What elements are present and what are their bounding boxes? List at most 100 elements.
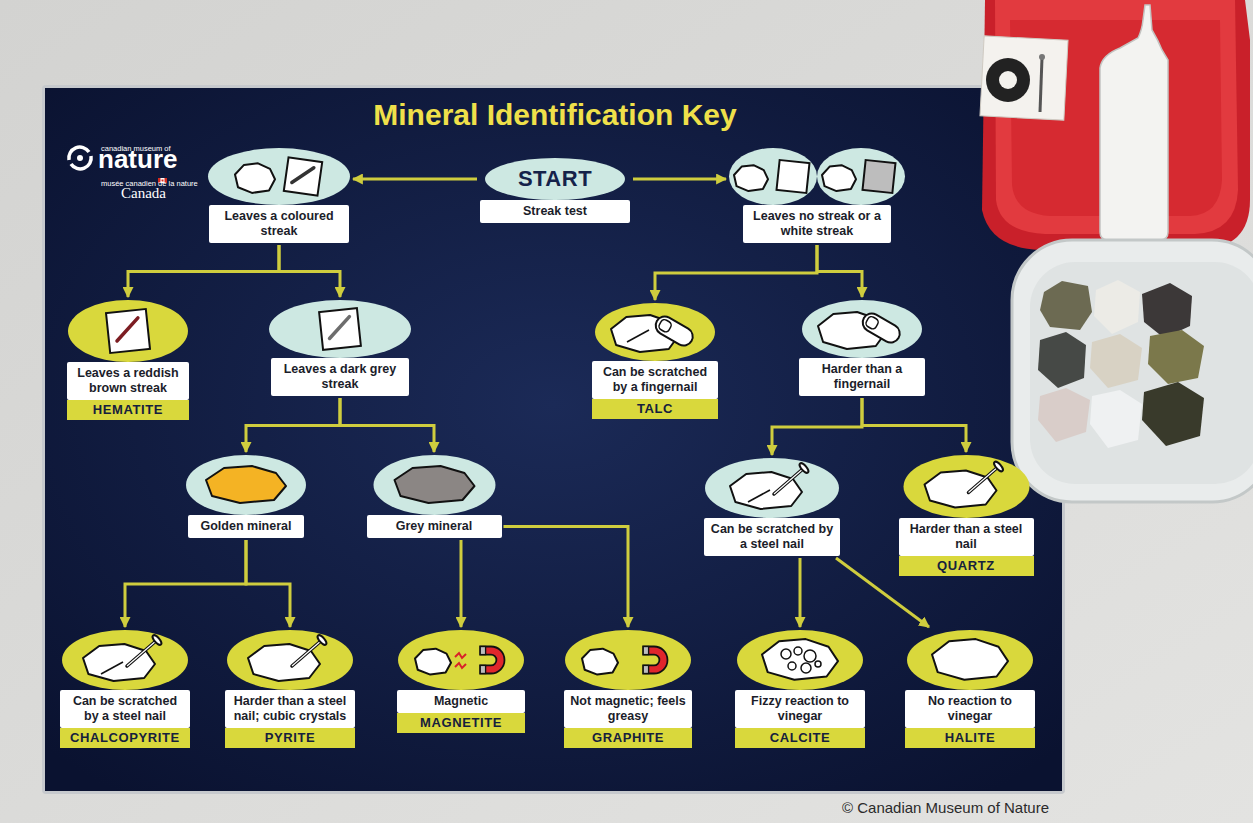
- icon-part: [415, 649, 451, 675]
- icon-part: [863, 160, 896, 193]
- icon-part: [101, 662, 123, 674]
- scene-part: [1148, 330, 1204, 384]
- scene-part: [1100, 5, 1168, 240]
- icon-part: [269, 300, 411, 358]
- icon-part: [206, 466, 286, 503]
- flow-arrow: [633, 178, 726, 181]
- icon-part: [817, 148, 905, 205]
- key-step: Fizzy reaction to vinegarCALCITE: [735, 630, 865, 748]
- icon-part: [62, 630, 188, 690]
- icon-part: [798, 462, 810, 474]
- icon-part: [822, 165, 856, 191]
- start-text: START: [480, 158, 630, 200]
- step-label: Grey mineral: [367, 515, 502, 538]
- icon-part: [398, 630, 524, 690]
- printed-label: Canada: [121, 186, 166, 201]
- icon-part: [565, 630, 691, 690]
- test-icon-oval: [799, 300, 925, 358]
- scene-part: [986, 58, 1030, 102]
- key-step: MagneticMAGNETITE: [397, 630, 525, 733]
- icon-part: [292, 640, 322, 666]
- test-icon-oval: [729, 148, 905, 205]
- test-icon-oval: [592, 303, 718, 361]
- icon-part: [68, 300, 188, 362]
- test-icon-oval: [704, 458, 840, 518]
- tool-tray: [980, 0, 1250, 250]
- icon-part: [788, 662, 796, 670]
- test-icon-oval: [67, 300, 189, 362]
- icon-part: [705, 458, 839, 518]
- test-icon-oval: [269, 300, 411, 358]
- icon-part: [227, 630, 353, 690]
- key-step: Leaves a dark grey streak: [269, 300, 411, 396]
- icon-part: [319, 308, 361, 350]
- flow-arrow: [353, 178, 477, 181]
- step-label: Harder than a steel nail: [899, 518, 1034, 556]
- scene-part: [77, 155, 83, 161]
- icon-part: [62, 630, 188, 690]
- flow-arrow: [799, 558, 802, 627]
- test-icon-oval: [397, 630, 525, 690]
- flow-arrow: [862, 398, 966, 452]
- test-icon-oval: [60, 630, 190, 690]
- mineral-name: MAGNETITE: [397, 713, 525, 733]
- icon-part: [208, 148, 350, 205]
- flow-arrow: [128, 245, 279, 297]
- icon-part: [737, 630, 863, 690]
- scene-part: [1090, 390, 1142, 448]
- icon-part: [595, 303, 715, 361]
- step-label: Can be scratched by a steel nail: [60, 690, 190, 728]
- icon-part: [480, 647, 485, 655]
- label-slot: nature: [98, 146, 177, 172]
- key-step: Harder than a steel nailQUARTZ: [899, 455, 1034, 576]
- mineral-name: HALITE: [905, 728, 1035, 748]
- icon-part: [992, 460, 1004, 472]
- rock-tub: [1012, 240, 1253, 502]
- key-step: Harder than a steel nail; cubic crystals…: [225, 630, 355, 748]
- icon-part: [284, 157, 322, 195]
- icon-part: [186, 455, 306, 515]
- step-label: Leaves a coloured streak: [209, 205, 349, 243]
- flow-arrow: [246, 540, 290, 627]
- icon-part: [729, 148, 905, 205]
- scene-part: [1090, 334, 1142, 388]
- scene-part: [999, 71, 1017, 89]
- icon-part: [398, 630, 524, 690]
- test-icon-oval: [225, 630, 355, 690]
- icon-part: [68, 300, 188, 362]
- scene-part: [980, 36, 1068, 120]
- icon-part: [802, 300, 922, 358]
- icon-part: [455, 653, 466, 658]
- step-label: Can be scratched by a fingernail: [592, 361, 718, 399]
- printed-label: nature: [98, 146, 177, 172]
- step-label: Leaves a dark grey streak: [271, 358, 409, 396]
- icon-part: [480, 647, 504, 674]
- icon-part: [968, 467, 998, 493]
- mineral-name: HEMATITE: [67, 400, 189, 420]
- icon-part: [863, 160, 896, 193]
- test-icon-oval: [735, 630, 865, 690]
- title-slot: Mineral Identification Key: [305, 100, 805, 130]
- scene-part: [1038, 332, 1086, 388]
- icon-part: [734, 165, 768, 191]
- key-step: Harder than a fingernail: [799, 300, 925, 396]
- scene-part: [1038, 388, 1090, 442]
- icon-part: [774, 468, 804, 494]
- key-step: STARTStreak test: [480, 158, 630, 223]
- icon-part: [151, 634, 163, 646]
- icon-part: [595, 303, 715, 361]
- connector-group: [125, 179, 966, 627]
- icon-part: [373, 455, 495, 515]
- icon-part: [794, 647, 802, 655]
- icon-part: [903, 455, 1029, 518]
- label-slot: © Canadian Museum of Nature: [842, 799, 1049, 817]
- key-step: Leaves no streak or a white streak: [729, 148, 905, 243]
- scene-part: [1039, 54, 1045, 60]
- scene-part: [1012, 240, 1253, 502]
- flow-arrow: [504, 527, 629, 628]
- test-icon-oval: [208, 148, 350, 205]
- icon-part: [777, 160, 810, 193]
- flow-arrow: [772, 398, 862, 455]
- key-step: Golden mineral: [186, 455, 306, 538]
